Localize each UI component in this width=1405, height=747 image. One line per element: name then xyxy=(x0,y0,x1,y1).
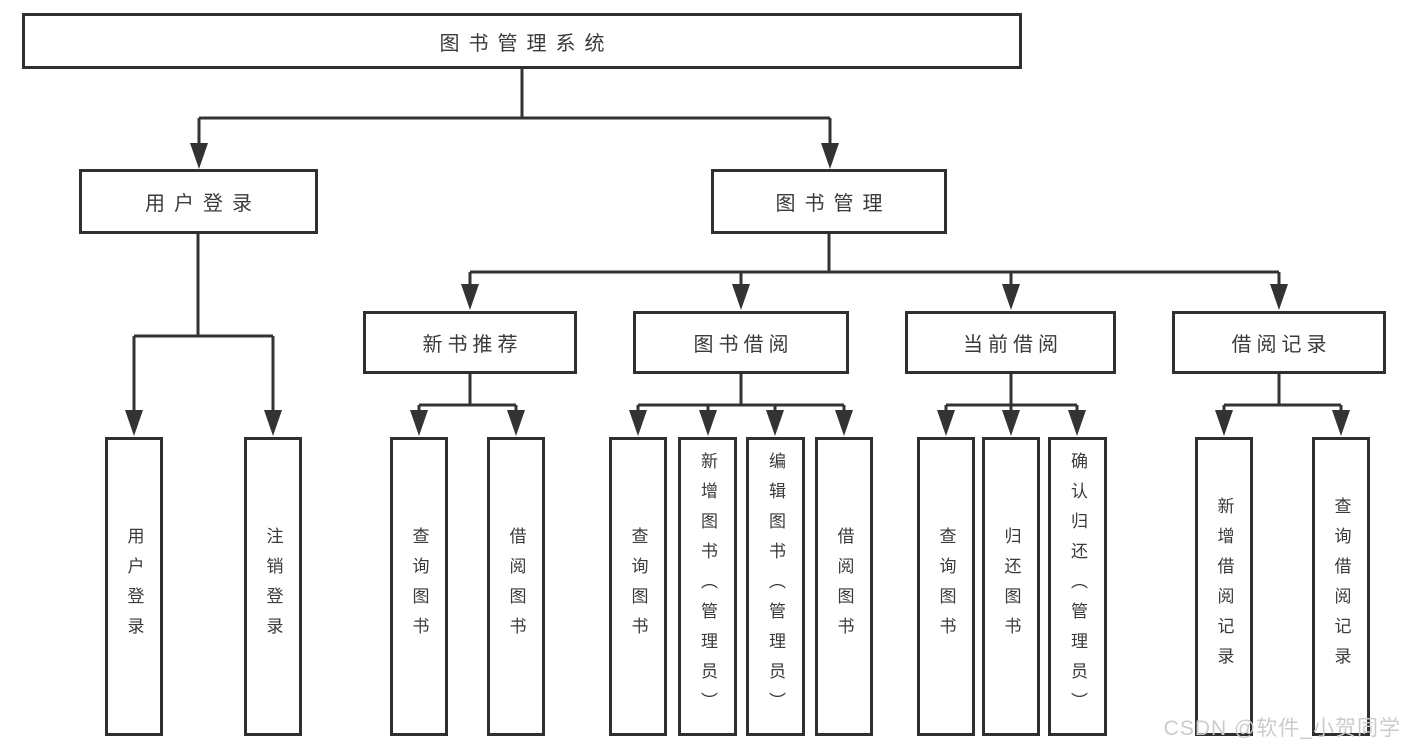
node-current-borrow-label: 当前借阅 xyxy=(963,334,1063,356)
leaf-query-books-current-label: 查询图书 xyxy=(936,526,956,647)
leaf-borrow-books: 借阅图书 xyxy=(815,437,873,736)
node-book-borrow: 图书借阅 xyxy=(633,311,849,374)
node-root-system: 图书管理系统 xyxy=(22,13,1022,69)
leaf-confirm-return-admin-label: 确认归还（管理员） xyxy=(1068,451,1087,722)
leaf-query-books-borrow: 查询图书 xyxy=(609,437,667,736)
leaf-query-books-recommend-label: 查询图书 xyxy=(409,526,429,647)
leaf-add-books-admin-label: 新增图书（管理员） xyxy=(698,451,717,722)
leaf-return-books-label: 归还图书 xyxy=(1001,526,1021,647)
node-new-book-recommend-label: 新书推荐 xyxy=(422,334,523,356)
leaf-query-borrow-record-label: 查询借阅记录 xyxy=(1331,496,1351,677)
node-user-login-label: 用户登录 xyxy=(145,193,261,215)
node-current-borrow: 当前借阅 xyxy=(905,311,1116,374)
node-user-login: 用户登录 xyxy=(79,169,318,234)
leaf-add-borrow-record: 新增借阅记录 xyxy=(1195,437,1253,736)
leaf-borrow-books-label: 借阅图书 xyxy=(834,526,854,647)
leaf-query-books-borrow-label: 查询图书 xyxy=(628,526,648,647)
leaf-user-login-label: 用户登录 xyxy=(124,526,144,647)
leaf-borrow-books-recommend: 借阅图书 xyxy=(487,437,545,736)
leaf-add-borrow-record-label: 新增借阅记录 xyxy=(1214,496,1234,677)
csdn-watermark: CSDN @软件_小贺同学 xyxy=(1163,717,1401,740)
leaf-borrow-books-recommend-label: 借阅图书 xyxy=(506,526,526,647)
node-new-book-recommend: 新书推荐 xyxy=(363,311,577,374)
leaf-user-login: 用户登录 xyxy=(105,437,163,736)
leaf-query-books-current: 查询图书 xyxy=(917,437,975,736)
node-book-management: 图书管理 xyxy=(711,169,947,234)
node-root-label: 图书管理系统 xyxy=(439,32,614,55)
node-book-management-label: 图书管理 xyxy=(775,193,892,215)
leaf-confirm-return-admin: 确认归还（管理员） xyxy=(1048,437,1107,736)
leaf-edit-books-admin: 编辑图书（管理员） xyxy=(746,437,805,736)
leaf-edit-books-admin-label: 编辑图书（管理员） xyxy=(766,451,785,722)
node-borrow-records-label: 借阅记录 xyxy=(1231,334,1332,356)
leaf-query-borrow-record: 查询借阅记录 xyxy=(1312,437,1370,736)
leaf-logout-label: 注销登录 xyxy=(263,526,283,647)
node-book-borrow-label: 图书借阅 xyxy=(693,334,794,356)
node-borrow-records: 借阅记录 xyxy=(1172,311,1386,374)
leaf-return-books: 归还图书 xyxy=(982,437,1040,736)
leaf-query-books-recommend: 查询图书 xyxy=(390,437,448,736)
leaf-logout: 注销登录 xyxy=(244,437,302,736)
leaf-add-books-admin: 新增图书（管理员） xyxy=(678,437,737,736)
